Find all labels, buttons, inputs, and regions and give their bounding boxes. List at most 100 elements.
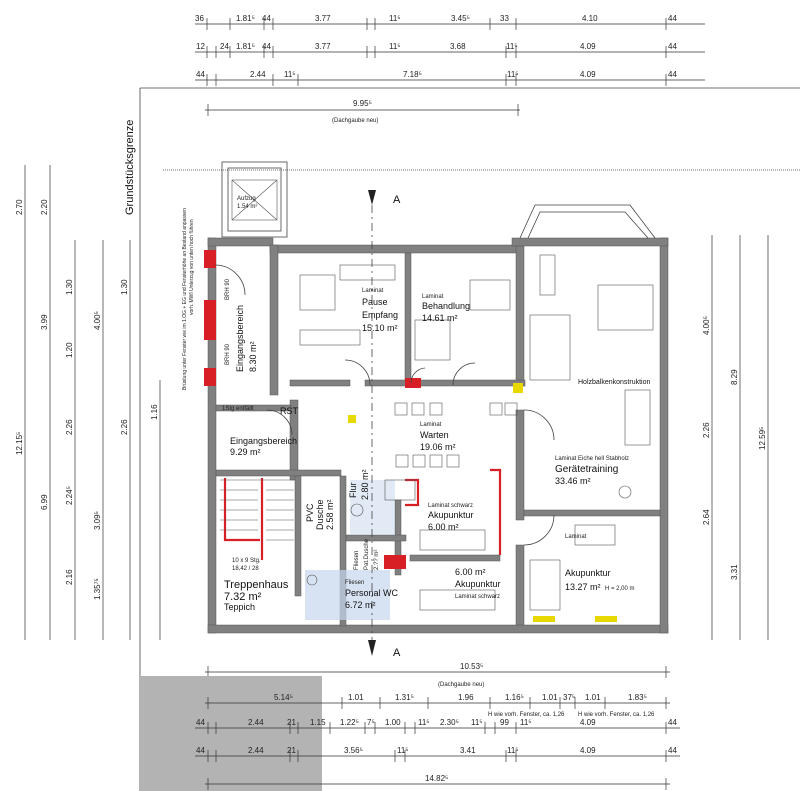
room-pvc-name2: Dusche	[315, 499, 325, 530]
room-pause-name: Pause	[362, 297, 388, 307]
dim-left: 2.20	[40, 199, 49, 215]
dim-bottom-2: 44	[196, 718, 205, 727]
dim-bottom-1: 1.16⁵	[505, 693, 524, 702]
dim-top-1: 3.77	[315, 14, 331, 23]
note-fenster: Brüstung unter Fenster wie im 1.OG + EG …	[182, 208, 188, 390]
room-akupunktur2-area: 6.00 m²	[455, 567, 486, 577]
dim-left: 2.70	[15, 199, 24, 215]
dim-top-3: 2.44	[250, 70, 266, 79]
dim-top-2: 1.81⁵	[236, 42, 255, 51]
dim-top-3: 44	[668, 70, 677, 79]
room-pvc-name: PVC	[305, 503, 315, 522]
room-eingang2-name: Eingangsbereich	[230, 436, 297, 446]
dim-top-1: 3.45⁵	[451, 14, 470, 23]
dim-bottom-2: 21	[287, 718, 296, 727]
note-brh2: BRH 90	[225, 343, 231, 365]
room-akupunktur2-name: Akupunktur	[455, 579, 501, 589]
dim-bottom-3: 11⁵	[397, 746, 409, 755]
dim-top-1: 44	[668, 14, 677, 23]
dim-top-1: 33	[500, 14, 509, 23]
dim-right: 2.64	[702, 509, 711, 525]
room-pvc-area: 2.58 m²	[325, 499, 335, 530]
room-flur-area: 2.80 m²	[360, 469, 370, 500]
room-treppe-floor: Teppich	[224, 602, 255, 612]
room-treppe-name: Treppenhaus	[224, 579, 289, 591]
room-akupunktur3-area: 13.27 m²	[565, 582, 601, 592]
room-empfang-name: Empfang	[362, 310, 398, 320]
room-behandlung-area: 14.61 m²	[422, 313, 458, 323]
dim-bottom-1: 1.31⁵	[395, 693, 414, 702]
room-pause-floor: Laminat	[362, 288, 384, 294]
dim-left: 2.26	[120, 419, 129, 435]
dim-bottom-1: 1.96	[458, 693, 474, 702]
dim-bottom-note: H wie vorh. Fenster, ca. 1,26	[578, 712, 655, 718]
dim-left: 3.09⁵	[93, 511, 102, 530]
dim-bottom-3: 11⁵	[507, 746, 519, 755]
dim-bottom-3: 2.44	[248, 746, 264, 755]
room-geraete-floor: Laminat Eiche hell Stabholz	[555, 456, 629, 462]
right-dimensions: 4.00⁵ 2.26 2.64 8.29 3.31 12.59⁵	[702, 235, 769, 640]
dim-bottom-2: 2.44	[248, 718, 264, 727]
dim-top-2: 12	[196, 42, 205, 51]
dim-top-2: 24	[220, 42, 229, 51]
note-brh1: BRH 90	[225, 278, 231, 300]
dim-top-2: 3.68	[450, 42, 466, 51]
bottom-dimensions: 10.53⁵ (Dachgaube neu) 5.14⁵	[140, 662, 680, 791]
dim-left: 1.30	[120, 279, 129, 295]
dim-bottom-3: 44	[668, 746, 677, 755]
dim-bottom-2: 1.15	[310, 718, 326, 727]
dim-bottom-1: 1.01	[585, 693, 601, 702]
note-stg: 1Stg entfällt	[222, 406, 254, 412]
dim-top-3: 44	[196, 70, 205, 79]
dim-bottom-1: 1.01	[542, 693, 558, 702]
room-akupunktur1-floor: Laminat schwarz	[428, 503, 473, 509]
dim-top-1: 1.81⁵	[236, 14, 255, 23]
room-treppe-area: 7.32 m²	[224, 591, 262, 603]
dim-top-2: 11⁵	[506, 42, 518, 51]
room-warten-area: 19.06 m²	[420, 442, 456, 452]
room-aufzug: Aufzug	[237, 196, 256, 202]
dim-right: 4.00⁵	[702, 316, 711, 335]
dim-bottom-2: 11⁵	[418, 718, 430, 727]
dim-dormer-top: 9.95⁵	[353, 99, 372, 108]
dim-bottom-2: 7⁵	[367, 718, 375, 727]
dim-bottom-2: 1.22⁵	[340, 718, 359, 727]
room-labels: Aufzug 1.54 m² Laminat Pause Empfang 15.…	[182, 196, 650, 612]
room-dusche-area: 2.?? m²	[374, 550, 380, 570]
building	[204, 161, 669, 656]
dim-left: 2.24⁵	[65, 486, 74, 505]
room-akupunktur3-floor: Laminat	[565, 534, 587, 540]
dim-left: 1.20	[65, 342, 74, 358]
dim-left: 1.35⁷⁵	[93, 578, 102, 600]
dim-right: 12.59⁵	[758, 427, 767, 450]
room-akupunktur3-note: H = 2,00 m	[605, 586, 635, 592]
dim-left: 1.16	[150, 404, 159, 420]
boundary-label: Grundstücksgrenze	[124, 120, 136, 215]
dim-bottom-3: 4.09	[580, 746, 596, 755]
room-behandlung-name: Behandlung	[422, 301, 470, 311]
dim-bottom-note: H wie vorh. Fenster, ca. 1,26	[488, 712, 565, 718]
room-eingang2-area: 9.29 m²	[230, 447, 261, 457]
room-rst: RST	[280, 406, 299, 416]
room-dusche-floor1: Fliesen	[354, 551, 360, 570]
room-treppe-note1: 10 x 9 Stg.	[232, 558, 261, 564]
dim-right: 2.26	[702, 422, 711, 438]
room-aufzug-area: 1.54 m²	[237, 204, 257, 210]
dim-bottom-1: 5.14⁵	[274, 693, 293, 702]
dim-left: 2.26	[65, 419, 74, 435]
room-behandlung-floor: Laminat	[422, 294, 444, 300]
dim-top-2: 44	[262, 42, 271, 51]
dim-top-2: 3.77	[315, 42, 331, 51]
room-personal-area: 6.72 m²	[345, 600, 376, 610]
room-akupunktur1-area: 6.00 m²	[428, 522, 459, 532]
note-mwi: vorh. MWI Unterzug von unten hoch führen	[189, 219, 195, 315]
dim-top-3: 11⁵	[507, 70, 519, 79]
room-geraete-area: 33.46 m²	[555, 476, 591, 486]
section-marker-top: A	[393, 194, 401, 206]
dim-top-3: 11⁵	[284, 70, 296, 79]
section-marker-bottom: A	[393, 647, 401, 659]
dim-top-1: 36	[195, 14, 204, 23]
dim-bottom-total: 14.82⁵	[425, 774, 448, 783]
dim-left: 6.99	[40, 494, 49, 510]
dim-bottom-1: 1.83⁵	[628, 693, 647, 702]
